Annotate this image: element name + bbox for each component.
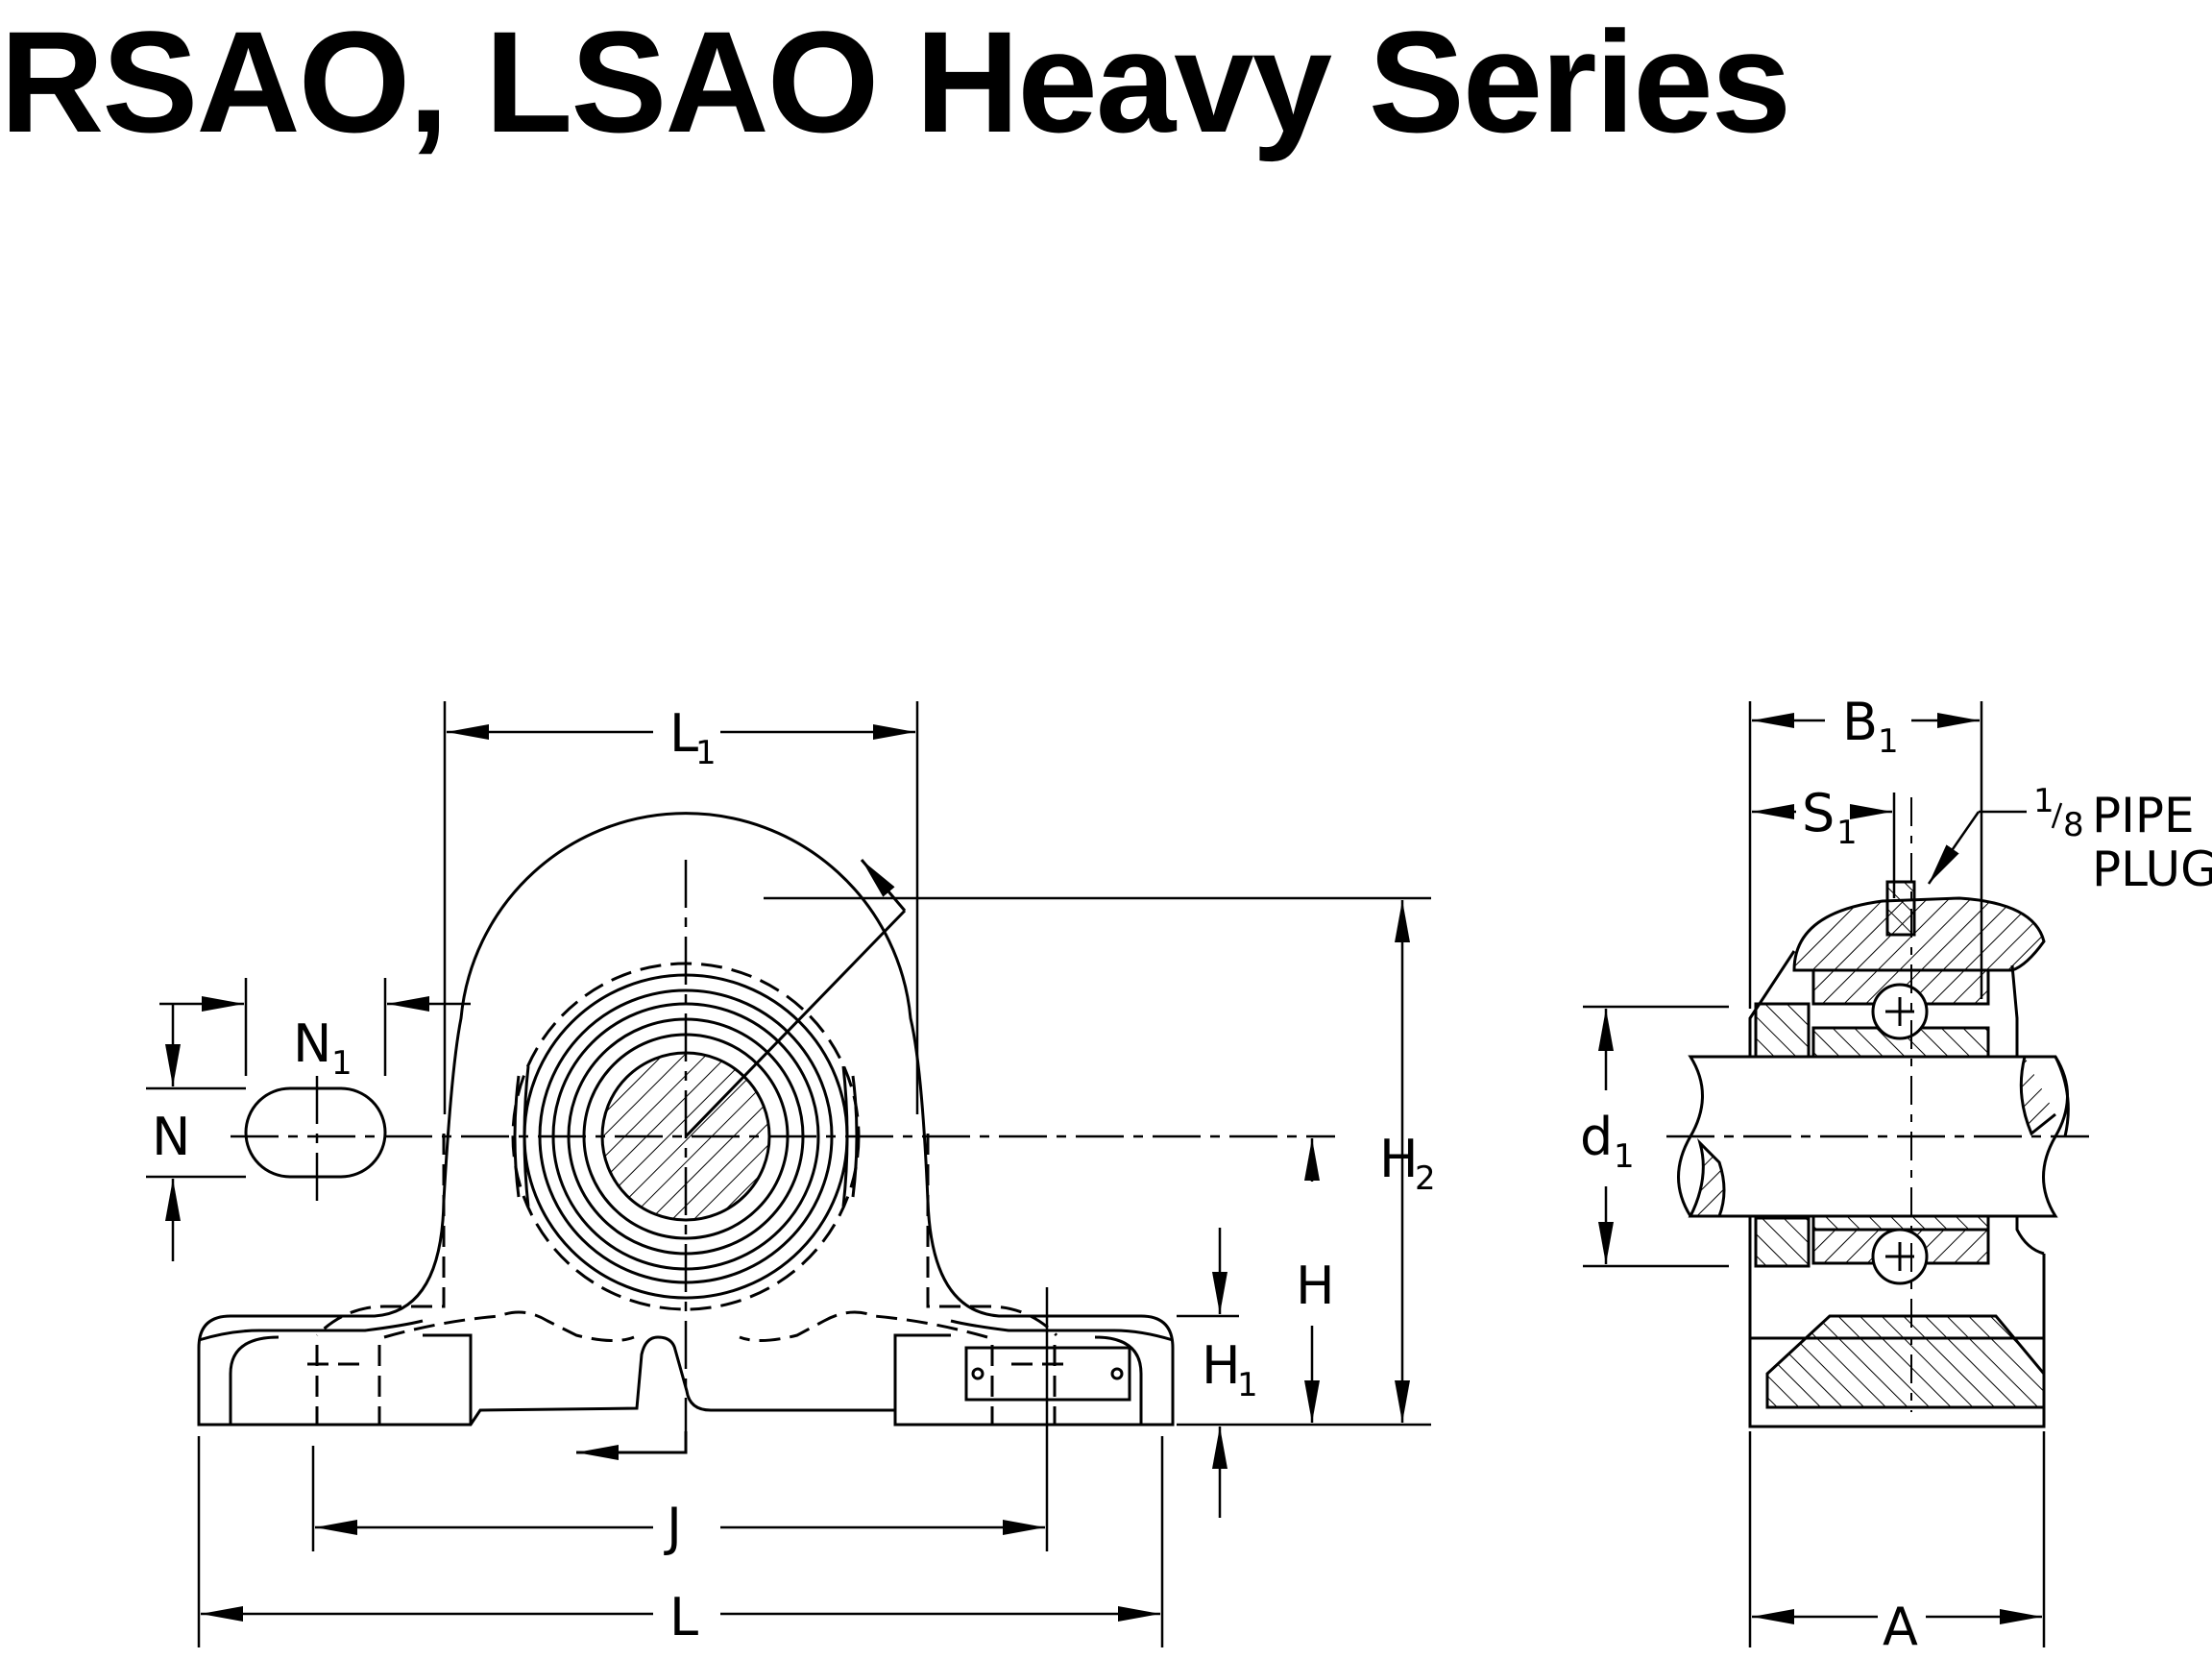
label-N: N xyxy=(152,1107,190,1167)
label-N1: N 1 xyxy=(293,1013,352,1083)
svg-text:1: 1 xyxy=(1237,1366,1258,1404)
svg-text:N: N xyxy=(293,1013,331,1074)
rotation-arrow xyxy=(576,859,907,1460)
svg-text:L: L xyxy=(669,703,698,764)
label-H: H xyxy=(1296,1256,1335,1316)
front-centerlines xyxy=(231,860,1335,1451)
page-title: RSAO, LSAO Heavy Series xyxy=(0,1,1791,162)
label-A: A xyxy=(1883,1597,1918,1657)
svg-text:1: 1 xyxy=(695,734,717,772)
svg-text:1: 1 xyxy=(1836,814,1858,852)
cap-section xyxy=(1792,896,2046,972)
base-section xyxy=(1765,1314,2046,1409)
svg-text:1: 1 xyxy=(1878,722,1899,761)
front-dimensions xyxy=(146,701,1431,1647)
svg-text:1: 1 xyxy=(2033,782,2054,820)
svg-text:1: 1 xyxy=(331,1044,352,1083)
svg-text:PIPE: PIPE xyxy=(2092,788,2195,843)
pipe-plug xyxy=(1885,880,1916,937)
label-B1: B 1 xyxy=(1842,692,1899,761)
svg-text:H: H xyxy=(1202,1335,1241,1396)
label-pipe-plug: 1 8 PIPE PLUG xyxy=(2033,782,2212,897)
label-J: J xyxy=(664,1497,682,1557)
label-H1: H 1 xyxy=(1202,1335,1258,1404)
svg-text:B: B xyxy=(1842,692,1878,752)
side-shaft xyxy=(1677,1055,2070,1218)
svg-text:PLUG: PLUG xyxy=(2092,842,2212,897)
svg-text:S: S xyxy=(1802,783,1835,843)
label-L1: L 1 xyxy=(669,703,717,772)
svg-text:H: H xyxy=(1379,1129,1419,1189)
svg-text:d: d xyxy=(1580,1107,1613,1167)
label-d1: d 1 xyxy=(1580,1107,1635,1176)
side-ball-crosses xyxy=(1885,997,1914,1271)
label-H2: H 2 xyxy=(1379,1129,1436,1198)
label-L: L xyxy=(669,1587,698,1647)
side-dimensions xyxy=(1583,701,2046,1647)
label-S1: S 1 xyxy=(1802,783,1858,852)
svg-text:1: 1 xyxy=(1614,1137,1635,1176)
svg-text:8: 8 xyxy=(2063,806,2084,844)
housing-outline xyxy=(197,812,1175,1427)
svg-text:2: 2 xyxy=(1415,1159,1436,1198)
bolt-slot-left xyxy=(244,1086,387,1179)
